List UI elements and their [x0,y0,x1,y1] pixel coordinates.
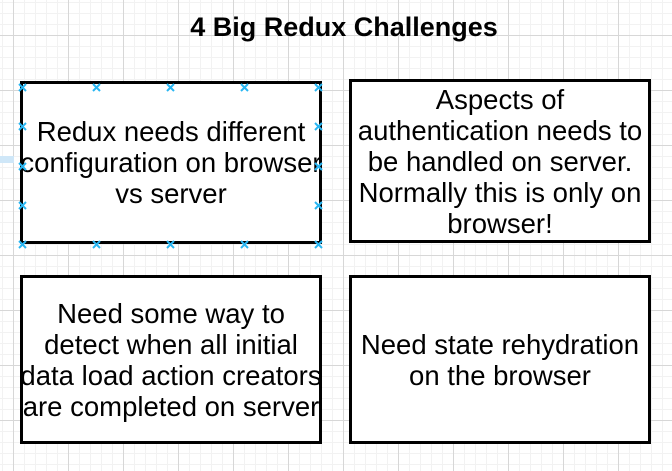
connection-point-icon[interactable] [314,118,323,131]
connection-point-icon[interactable] [314,158,323,171]
connection-point-icon[interactable] [18,236,27,249]
guide-fragment [0,156,14,163]
shape-state-rehydration[interactable]: Need state rehydration on the browser [349,275,651,444]
connection-point-icon[interactable] [18,197,27,210]
connection-point-icon[interactable] [92,236,101,249]
connection-point-icon[interactable] [240,79,249,92]
shape-label: Aspects of authentication needs to be ha… [357,83,643,239]
shape-auth-on-server[interactable]: Aspects of authentication needs to be ha… [349,79,651,243]
connection-point-icon[interactable] [18,79,27,92]
shape-label: Redux needs different configuration on b… [20,116,322,209]
connection-point-icon[interactable] [314,79,323,92]
shape-label: Need state rehydration on the browser [360,328,640,391]
shape-redux-config-browser-vs-server[interactable]: Redux needs different configuration on b… [18,79,323,249]
diagram-title[interactable]: 4 Big Redux Challenges [190,12,498,42]
connection-point-icon[interactable] [314,236,323,249]
connection-point-icon[interactable] [92,79,101,92]
connection-point-icon[interactable] [166,236,175,249]
connection-point-icon[interactable] [314,197,323,210]
connection-point-icon[interactable] [240,236,249,249]
shape-detect-data-load-complete[interactable]: Need some way to detect when all initial… [20,275,322,444]
shape-label: Need some way to detect when all initial… [20,297,322,422]
connection-point-icon[interactable] [166,79,175,92]
connection-point-icon[interactable] [18,158,27,171]
connection-point-icon[interactable] [18,118,27,131]
